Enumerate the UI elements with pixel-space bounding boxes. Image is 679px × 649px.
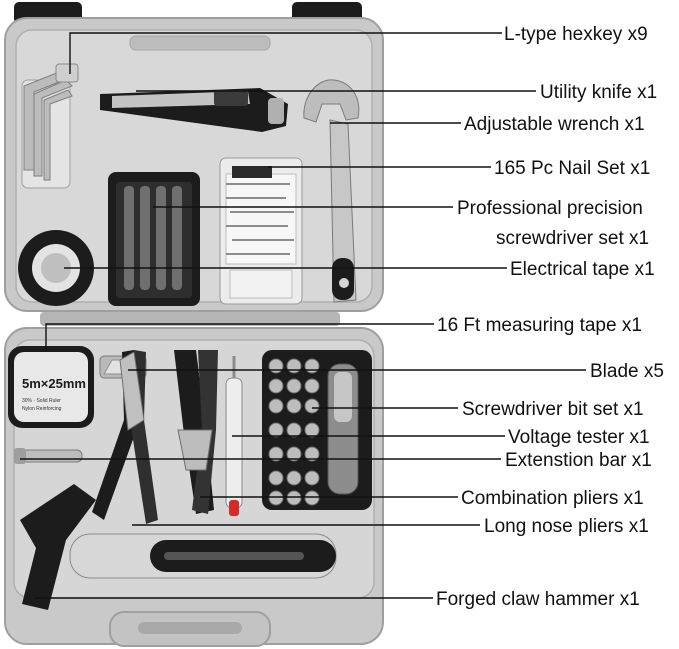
label-long-nose-pliers: Long nose pliers x1	[484, 516, 649, 537]
utility-knife	[100, 88, 288, 132]
nail-set-box	[219, 157, 303, 305]
combination-pliers	[174, 350, 218, 514]
tape-main-print: 5m×25mm	[22, 376, 86, 391]
voltage-tester	[225, 356, 243, 516]
hexkey-set	[21, 63, 79, 189]
label-electrical-tape: Electrical tape x1	[510, 259, 655, 280]
label-combination-pliers: Combination pliers x1	[461, 488, 644, 509]
precision-screwdriver-set	[108, 172, 200, 306]
label-precision-screwdriver-line1: Professional precision	[457, 198, 643, 219]
screwdriver-bit-set	[262, 350, 372, 510]
claw-hammer	[20, 484, 337, 610]
label-bit-set: Screwdriver bit set x1	[462, 399, 644, 420]
label-measuring-tape: 16 Ft measuring tape x1	[437, 315, 642, 336]
leader-lines	[20, 32, 586, 599]
extension-bar	[14, 448, 83, 464]
label-blade: Blade x5	[590, 361, 664, 382]
label-extension-bar: Extenstion bar x1	[505, 450, 652, 471]
label-adjustable-wrench: Adjustable wrench x1	[464, 114, 645, 135]
case-hinge	[40, 312, 340, 326]
label-claw-hammer: Forged claw hammer x1	[436, 589, 640, 610]
tape-sub-print-1: 30% · Solid Ruler	[22, 398, 61, 404]
leader-measuring-tape	[45, 323, 434, 350]
callout-labels: L-type hexkey x9 Utility knife x1 Adjust…	[436, 24, 664, 610]
label-voltage-tester: Voltage tester x1	[508, 427, 650, 448]
tape-sub-print-2: Nylon Reinforcing	[22, 406, 62, 412]
label-hexkey: L-type hexkey x9	[504, 24, 648, 45]
label-nail-set: 165 Pc Nail Set x1	[494, 158, 650, 179]
long-nose-pliers	[92, 350, 158, 524]
electrical-tape	[18, 230, 94, 306]
lid-handle-slot	[129, 35, 271, 51]
label-precision-screwdriver-line2: screwdriver set x1	[496, 228, 649, 249]
label-utility-knife: Utility knife x1	[540, 82, 657, 103]
leader-hexkey	[69, 32, 502, 74]
handle-grip-slot	[138, 622, 242, 634]
measuring-tape: 5m×25mm 30% · Solid Ruler Nylon Reinforc…	[8, 346, 94, 428]
